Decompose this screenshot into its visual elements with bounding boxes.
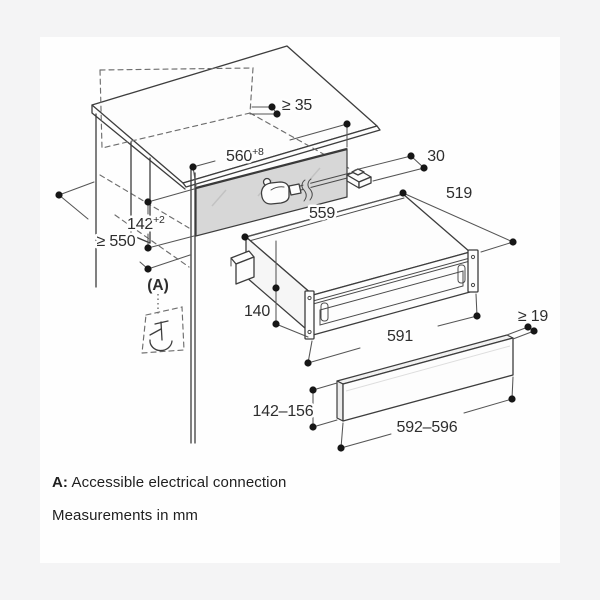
power-cable — [299, 171, 352, 203]
mounting-bracket-front-left — [304, 290, 315, 340]
dim-label-cutout-width: 560+8 — [226, 146, 264, 165]
front-slot-left — [320, 302, 329, 322]
mounting-bracket-front-right — [467, 249, 479, 293]
dim-label-niche-height: 142+2 — [127, 214, 165, 233]
dim-label-front-width: 591 — [387, 328, 413, 345]
power-plug-icon — [260, 177, 302, 205]
dim-label-rear-clearance: 30 — [427, 148, 445, 165]
dimension-lines — [58, 106, 535, 449]
furniture-front-panel — [336, 334, 514, 422]
mounting-bracket-side-left — [230, 250, 255, 285]
appliance-connector — [346, 168, 372, 189]
dim-label-panel-thickness: ≥ 19 — [518, 308, 549, 325]
dim-label-appliance-height: 140 — [244, 303, 270, 320]
dim-label-appliance-depth: 519 — [446, 185, 472, 202]
callout-a-detail — [141, 294, 185, 354]
front-slot-right — [457, 264, 466, 284]
socket-symbol-icon — [149, 320, 173, 352]
dim-label-panel-width: 592–596 — [397, 419, 458, 436]
dim-label-top-clearance: ≥ 35 — [282, 97, 313, 114]
dimension-labels: ≥ 35 560+8 142+2 ≥ 550 30 519 559 140 59… — [94, 95, 551, 439]
installation-diagram: ≥ 35 560+8 142+2 ≥ 550 30 519 559 140 59… — [55, 45, 551, 452]
dimension-dots — [55, 103, 538, 452]
worktop-cutout-dashed — [99, 67, 353, 268]
callout-a-label: (A) — [147, 277, 169, 294]
dim-label-panel-height: 142–156 — [253, 403, 314, 420]
note-units: Measurements in mm — [52, 507, 199, 524]
appliance-drawer — [230, 193, 479, 340]
countertop — [91, 45, 381, 190]
dim-label-appliance-width: 559 — [309, 205, 335, 222]
note-a-text: Accessible electrical connection — [71, 474, 287, 491]
dim-label-cabinet-depth: ≥ 550 — [97, 233, 136, 250]
note-electrical-connection: A: Accessible electrical connection — [52, 474, 286, 491]
diagram-card: ≥ 35 560+8 142+2 ≥ 550 30 519 559 140 59… — [40, 37, 560, 563]
detail-box — [141, 306, 185, 354]
note-a-prefix: A: — [52, 474, 69, 491]
